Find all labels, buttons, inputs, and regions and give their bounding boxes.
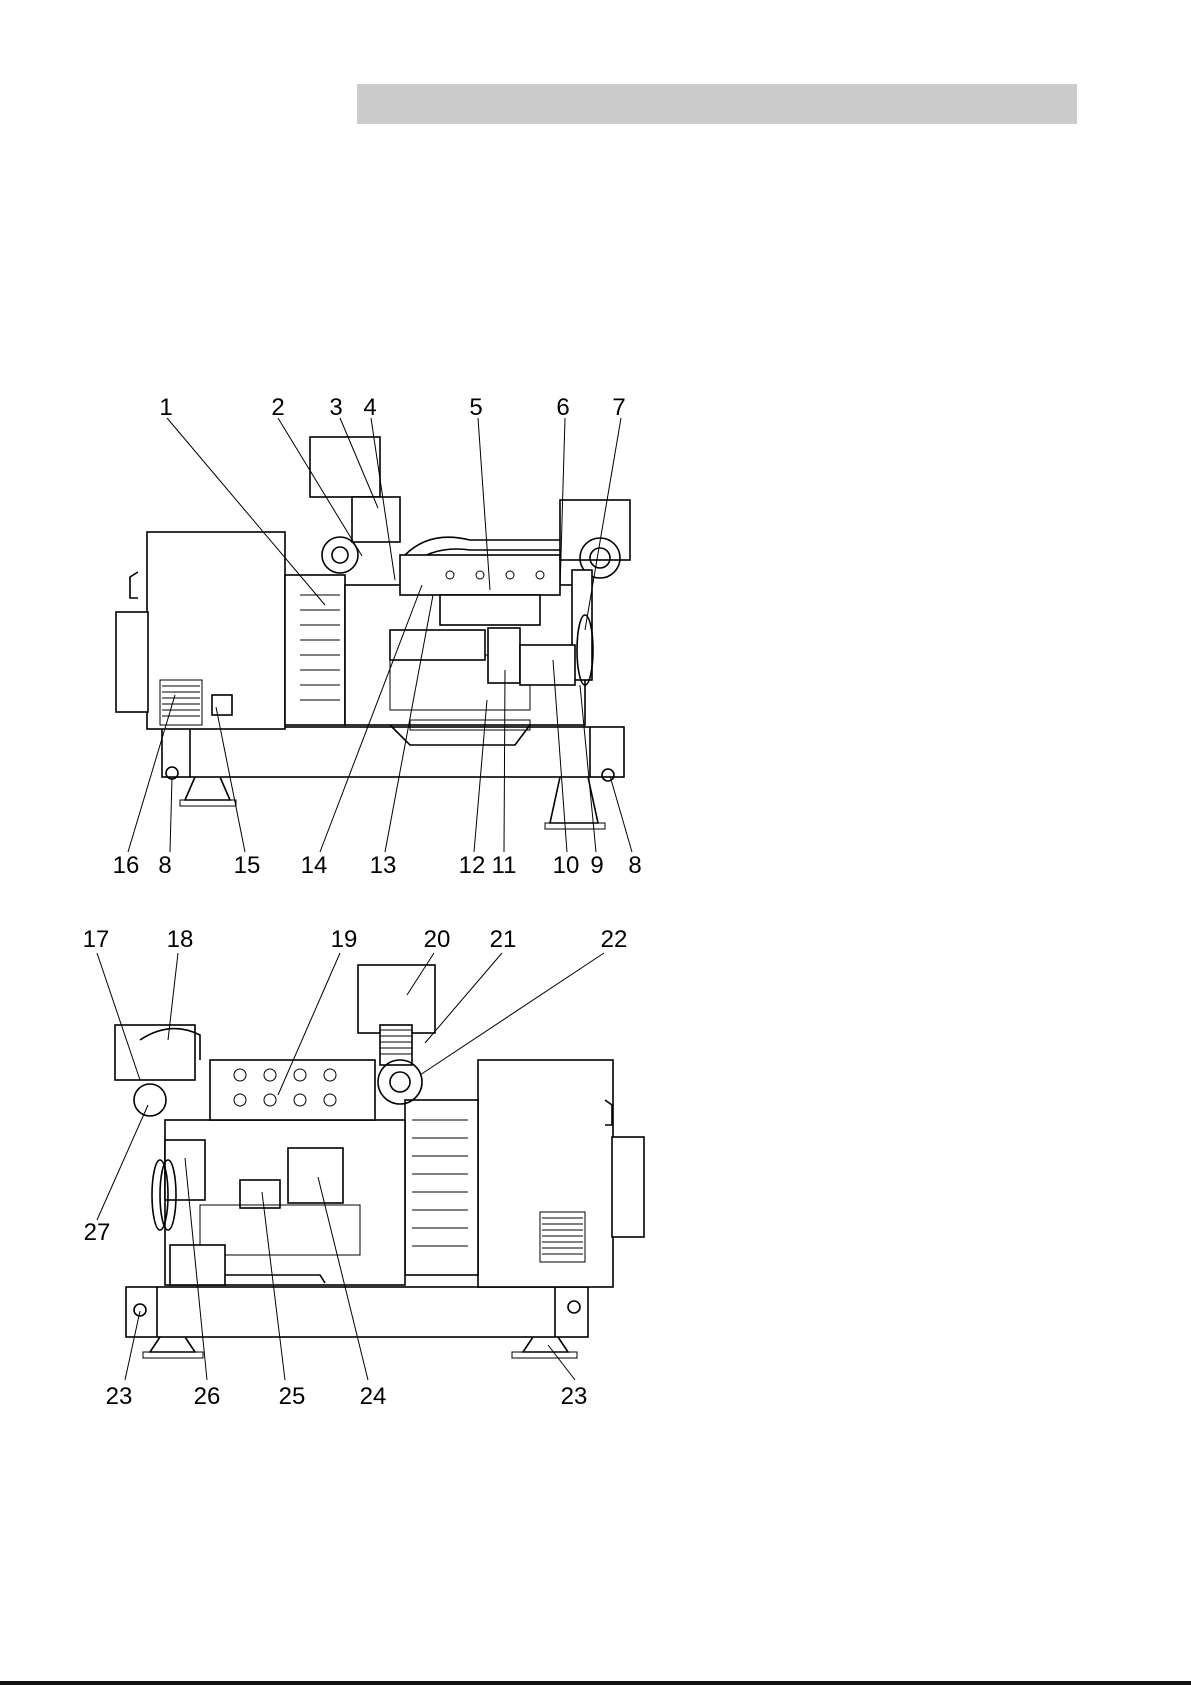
- callout-label: 21: [490, 926, 517, 953]
- callout-label: 4: [363, 394, 376, 421]
- callout-label: 15: [234, 852, 261, 879]
- callout-label: 18: [167, 926, 194, 953]
- callout-label: 25: [279, 1383, 306, 1410]
- callout-label: 12: [459, 852, 486, 879]
- callout-label: 7: [612, 394, 625, 421]
- callout-label: 23: [561, 1383, 588, 1410]
- callout-label: 6: [556, 394, 569, 421]
- callout-label: 5: [469, 394, 482, 421]
- callout-label: 23: [106, 1383, 133, 1410]
- callout-label: 19: [331, 926, 358, 953]
- callout-label: 8: [158, 852, 171, 879]
- callout-label: 11: [492, 852, 517, 879]
- callout-label: 9: [590, 852, 603, 879]
- callout-label: 20: [424, 926, 451, 953]
- callout-label: 13: [370, 852, 397, 879]
- callout-label: 26: [194, 1383, 221, 1410]
- page-bottom-rule: [0, 1681, 1191, 1685]
- callout-label: 16: [113, 852, 140, 879]
- bottom-view-drawing: [115, 965, 644, 1358]
- callout-label: 10: [553, 852, 580, 879]
- callout-label: 3: [329, 394, 342, 421]
- callout-label: 22: [601, 926, 628, 953]
- callout-label: 27: [84, 1219, 111, 1246]
- callout-label: 24: [360, 1383, 387, 1410]
- callout-label: 14: [301, 852, 328, 879]
- callout-label: 2: [271, 394, 284, 421]
- callout-label: 8: [628, 852, 641, 879]
- callout-label: 17: [83, 926, 110, 953]
- callout-label: 1: [159, 394, 172, 421]
